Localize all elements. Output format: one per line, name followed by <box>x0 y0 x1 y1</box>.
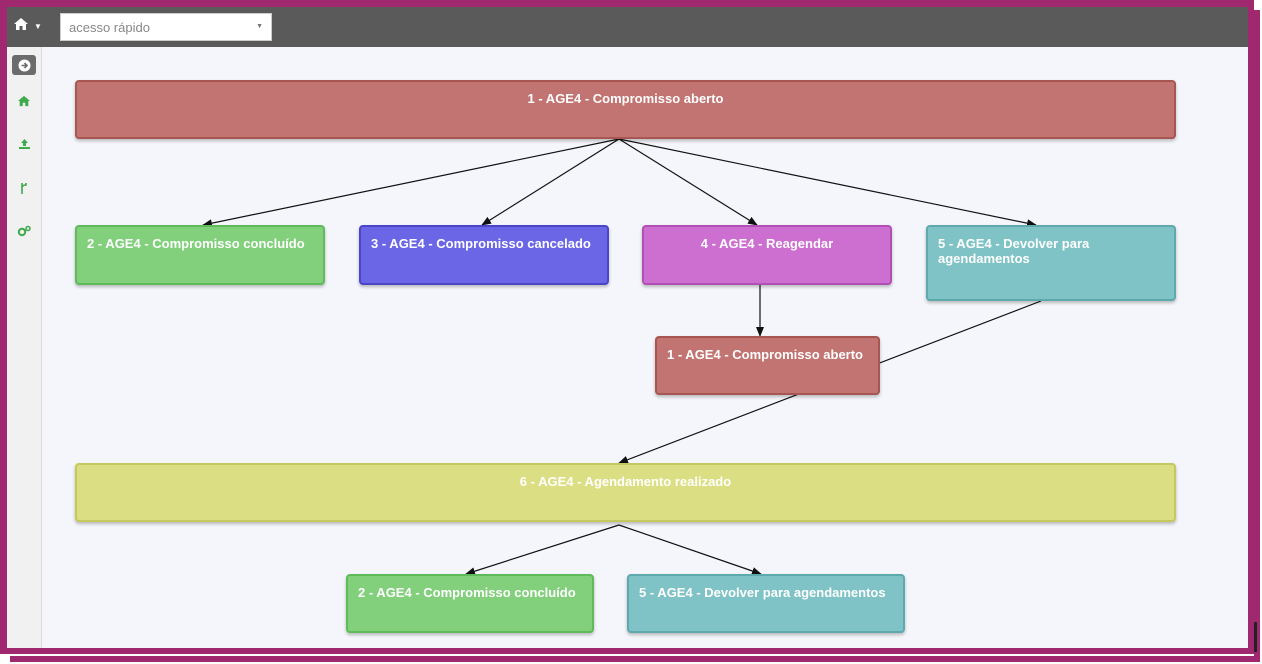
workflow-diagram: 1 - AGE4 - Compromisso aberto 2 - AGE4 -… <box>41 47 1248 648</box>
window-edge <box>1254 622 1257 652</box>
upload-icon <box>18 139 30 149</box>
node-concluded-2[interactable]: 2 - AGE4 - Compromisso concluído <box>346 574 594 633</box>
branch-icon <box>21 182 27 194</box>
select-arrow-icon: ▼ <box>256 23 263 30</box>
node-concluded-1[interactable]: 2 - AGE4 - Compromisso concluído <box>75 225 325 285</box>
sidebar-item-upload[interactable] <box>13 133 35 155</box>
arrow-scheduled-to-return <box>618 524 762 575</box>
node-reschedule[interactable]: 4 - AGE4 - Reagendar <box>642 225 892 285</box>
sidebar <box>7 47 42 648</box>
frame-right-border <box>1254 10 1260 662</box>
node-label: 2 - AGE4 - Compromisso concluído <box>87 236 305 251</box>
node-label: 3 - AGE4 - Compromisso cancelado <box>371 236 591 251</box>
quick-access-select[interactable]: acesso rápido ▼ <box>60 13 272 41</box>
settings-icon <box>17 225 31 237</box>
node-scheduled[interactable]: 6 - AGE4 - Agendamento realizado <box>75 463 1176 522</box>
node-label: 1 - AGE4 - Compromisso aberto <box>667 347 863 362</box>
arrow-scheduled-to-concluded <box>465 524 620 576</box>
node-label: 5 - AGE4 - Devolver para agendamentos <box>639 585 886 600</box>
sidebar-item-home[interactable] <box>13 90 35 112</box>
frame-bottom-border <box>10 656 1254 662</box>
caret-down-icon: ▼ <box>34 21 42 31</box>
quick-access-value: acesso rápido <box>69 20 150 35</box>
arrow-open-to-reschedule <box>618 138 758 226</box>
top-bar: ▼ acesso rápido ▼ <box>7 7 1248 47</box>
arrow-open-to-concluded <box>202 138 620 228</box>
sidebar-item-branch[interactable] <box>13 177 35 199</box>
home-menu-button[interactable]: ▼ <box>13 15 53 37</box>
node-label: 5 - AGE4 - Devolver para agendamentos <box>938 236 1090 266</box>
app-screen: ▼ acesso rápido ▼ <box>7 7 1248 648</box>
node-label: 6 - AGE4 - Agendamento realizado <box>519 474 732 489</box>
arrow-right-circle-icon <box>18 59 30 71</box>
node-label: 2 - AGE4 - Compromisso concluído <box>358 585 576 600</box>
home-icon <box>13 17 29 36</box>
arrow-open-to-cancelled <box>481 138 620 226</box>
sidebar-toggle-button[interactable] <box>12 55 36 75</box>
home-icon <box>18 95 30 107</box>
node-return-2[interactable]: 5 - AGE4 - Devolver para agendamentos <box>627 574 905 633</box>
arrow-open-to-return <box>618 138 1037 228</box>
node-open-top[interactable]: 1 - AGE4 - Compromisso aberto <box>75 80 1176 139</box>
node-return-1[interactable]: 5 - AGE4 - Devolver para agendamentos <box>926 225 1176 301</box>
sidebar-item-settings[interactable] <box>13 220 35 242</box>
node-open-sub[interactable]: 1 - AGE4 - Compromisso aberto <box>655 336 880 395</box>
node-label: 4 - AGE4 - Reagendar <box>700 236 834 251</box>
node-label: 1 - AGE4 - Compromisso aberto <box>527 91 724 106</box>
node-cancelled[interactable]: 3 - AGE4 - Compromisso cancelado <box>359 225 609 285</box>
